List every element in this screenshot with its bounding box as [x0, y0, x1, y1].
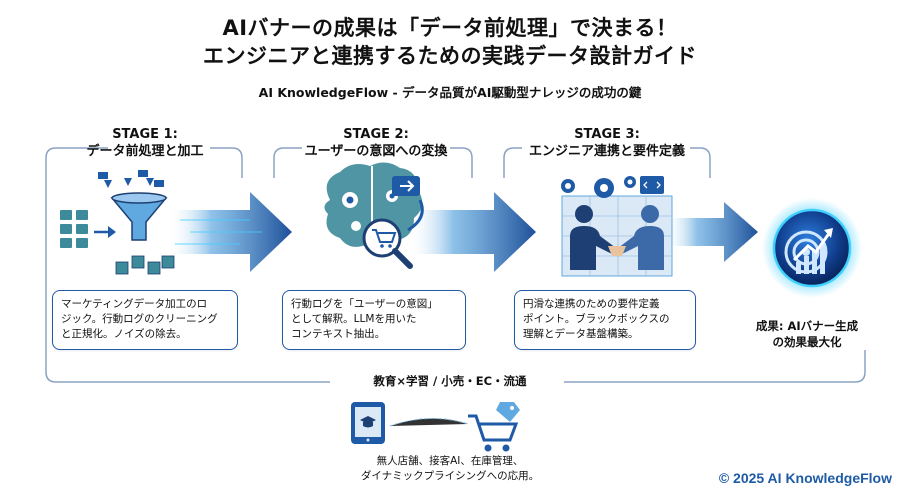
- stage-3-desc-line: 円滑な連携のための要件定義: [523, 298, 660, 310]
- page-subtitle: AI KnowledgeFlow - データ品質がAI駆動型ナレッジの成功の鍵: [258, 85, 642, 100]
- copyright-notice: © 2025 AI KnowledgeFlow: [718, 470, 892, 486]
- stage-2-desc-line: コンテキスト抽出。: [291, 328, 386, 340]
- tablet-graduation-icon: [351, 402, 385, 444]
- result-label: 成果: AIバナー生成 の効果最大化: [732, 318, 882, 350]
- stage-2-label: STAGE 2: ユーザーの意図への変換: [288, 126, 464, 160]
- page-title-line-2: エンジニアと連携するための実践データ設計ガイド: [202, 44, 698, 68]
- stage-3-description: 円滑な連携のための要件定義 ポイント。ブラックボックスの 理解とデータ基盤構築。: [514, 290, 696, 350]
- stage-2-desc-line: 行動ログを「ユーザーの意図」: [291, 298, 438, 310]
- stage-2-description: 行動ログを「ユーザーの意図」 として解釈。LLMを用いた コンテキスト抽出。: [282, 290, 466, 350]
- stage-1-desc-line: ジック。行動ログのクリーニング: [61, 313, 218, 325]
- stage-1-desc-line: マーケティングデータ加工のロ: [61, 298, 208, 310]
- connector-dots: [389, 417, 469, 427]
- stage-1-number: STAGE 1:: [112, 127, 178, 142]
- stage-1-bracket: [45, 147, 243, 383]
- stage-1-label: STAGE 1: データ前処理と加工: [60, 126, 230, 160]
- stage-2-name: ユーザーの意図への変換: [304, 144, 448, 159]
- target-growth-icon: [762, 198, 862, 298]
- stage-3-name: エンジニア連携と要件定義: [528, 144, 685, 159]
- applications-line-2: ダイナミックプライシングへの応用。: [360, 470, 540, 482]
- handshake-icon: [561, 176, 673, 277]
- result-line-1: 成果: AIバナー生成: [755, 319, 859, 333]
- stage-3-bracket: [503, 147, 711, 178]
- shopping-cart-tag-icon: [468, 402, 520, 452]
- stage-1-desc-line: と正規化。ノイズの除去。: [61, 328, 187, 340]
- applications-line-1: 無人店舗、接客AI、在庫管理、: [376, 455, 524, 467]
- funnel-icon: [60, 170, 175, 275]
- stage-3-desc-line: 理解とデータ基盤構築。: [523, 328, 639, 340]
- bottom-connector-line: [56, 350, 866, 383]
- arrow-stage3-to-result: [664, 202, 758, 262]
- stage-2-desc-line: として解釈。LLMを用いた: [291, 313, 417, 325]
- stage-3-number: STAGE 3:: [574, 127, 640, 142]
- stage-2-bracket: [273, 147, 473, 178]
- page-title-line-1: AIバナーの成果は「データ前処理」で決まる！: [222, 16, 678, 40]
- result-line-2: の効果最大化: [772, 335, 842, 349]
- applications-description: 無人店舗、接客AI、在庫管理、 ダイナミックプライシングへの応用。: [280, 454, 620, 484]
- applications-heading: 教育×学習 / 小売・EC・流通: [373, 374, 527, 388]
- brain-cart-icon: [324, 162, 424, 269]
- stage-1-name: データ前処理と加工: [86, 144, 204, 159]
- stage-2-number: STAGE 2:: [343, 127, 409, 142]
- arrow-stage2-to-stage3: [408, 192, 536, 272]
- stage-1-description: マーケティングデータ加工のロ ジック。行動ログのクリーニング と正規化。ノイズの…: [52, 290, 238, 350]
- arrow-stage1-to-stage2: [168, 192, 292, 272]
- stage-3-desc-line: ポイント。ブラックボックスの: [523, 313, 670, 325]
- stage-3-label: STAGE 3: エンジニア連携と要件定義: [510, 126, 704, 160]
